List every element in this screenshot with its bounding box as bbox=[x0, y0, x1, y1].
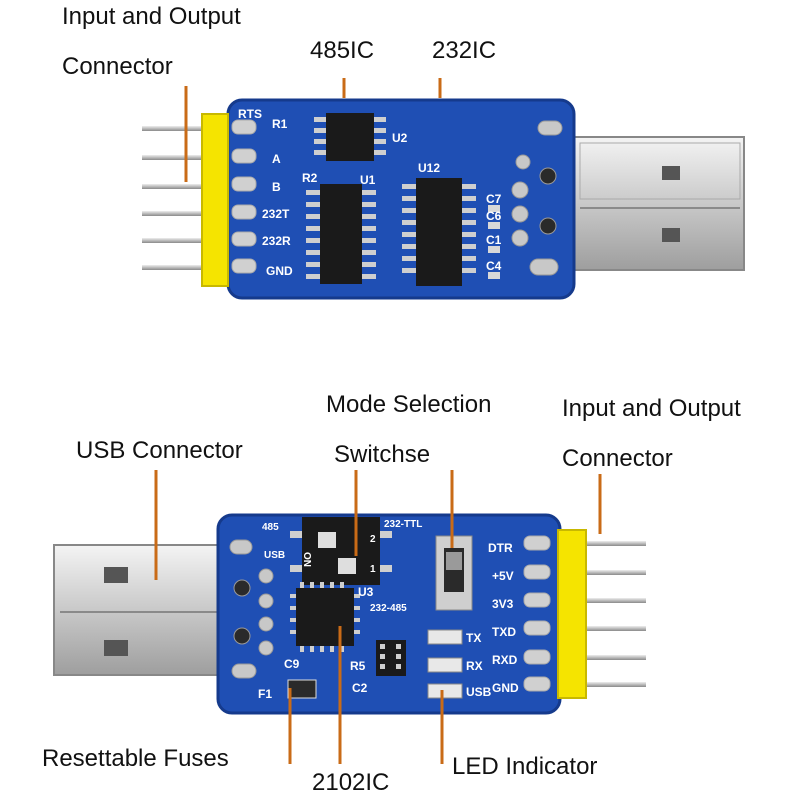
led-indicators bbox=[427, 629, 463, 699]
bottom-board: DTR +5V 3V3 TXD RXD GND ON 2 1 485 USB 2… bbox=[53, 513, 646, 715]
top-designator-c6: C6 bbox=[486, 209, 502, 223]
bottom-yellow-header bbox=[557, 529, 587, 699]
callout-top-io-line2: Connector bbox=[62, 53, 173, 80]
designator-u3: U3 bbox=[358, 585, 374, 599]
top-u1-ic bbox=[306, 184, 376, 284]
bottom-plug-holes bbox=[229, 539, 274, 679]
top-usb-plug bbox=[571, 136, 745, 271]
mode-dip-switch bbox=[290, 517, 392, 585]
resistor-array bbox=[376, 640, 406, 676]
top-485-ic bbox=[314, 113, 386, 161]
dip-label-2: 2 bbox=[370, 534, 376, 545]
callout-usb-connector: USB Connector bbox=[76, 437, 243, 464]
top-designator-u1: U1 bbox=[360, 173, 376, 187]
top-pin-label: RTS bbox=[238, 107, 262, 121]
bottom-pin-label: +5V bbox=[492, 569, 514, 583]
callout-top-io-line1: Input and Output bbox=[62, 3, 241, 30]
bottom-header-pins bbox=[584, 541, 646, 687]
top-pin-label: GND bbox=[266, 264, 293, 278]
bottom-pin-label: TXD bbox=[492, 625, 516, 639]
callout-485ic: 485IC bbox=[310, 37, 375, 64]
bottom-usb-plug bbox=[53, 544, 239, 676]
top-u12-ic bbox=[402, 178, 476, 286]
switch-label-usb: USB bbox=[264, 550, 285, 561]
top-header-pins bbox=[142, 126, 206, 270]
bottom-pin-label: 3V3 bbox=[492, 597, 514, 611]
callout-led-indicator: LED Indicator bbox=[452, 753, 598, 780]
top-designator-c7: C7 bbox=[486, 192, 502, 206]
bottom-pin-label: DTR bbox=[488, 541, 513, 555]
callout-232ic: 232IC bbox=[432, 37, 497, 64]
top-solder-pads bbox=[231, 119, 257, 274]
designator-c9: C9 bbox=[284, 657, 300, 671]
callout-bottom-io-line2: Connector bbox=[562, 445, 673, 472]
callout-resettable-fuses: Resettable Fuses bbox=[42, 745, 229, 772]
led-label: RX bbox=[466, 659, 483, 673]
top-mounting-holes bbox=[511, 120, 563, 276]
led-label: USB bbox=[466, 685, 492, 699]
top-pin-label: B bbox=[272, 180, 281, 194]
top-pin-label: 232R bbox=[262, 234, 291, 248]
top-designator-u2: U2 bbox=[392, 131, 408, 145]
top-designator-r2: R2 bbox=[302, 171, 318, 185]
led-label: TX bbox=[466, 631, 481, 645]
callout-leader-lines bbox=[154, 78, 602, 764]
top-pin-label: 232T bbox=[262, 207, 290, 221]
callout-bottom-io-line1: Input and Output bbox=[562, 395, 741, 422]
top-designator-u12: U12 bbox=[418, 161, 440, 175]
bottom-pin-label: GND bbox=[492, 681, 519, 695]
top-designator-r1: R1 bbox=[272, 117, 288, 131]
top-capacitors bbox=[488, 205, 500, 279]
top-pin-label: A bbox=[272, 152, 281, 166]
callout-mode-line1: Mode Selection bbox=[326, 391, 492, 418]
bottom-pin-label: RXD bbox=[492, 653, 518, 667]
top-board: RTS A B 232T 232R GND U2 R1 R2 bbox=[142, 98, 745, 300]
ic-2102-chip bbox=[290, 582, 360, 652]
designator-c2: C2 bbox=[352, 681, 368, 695]
mode-slide-switch bbox=[435, 535, 473, 611]
designator-f1: F1 bbox=[258, 687, 272, 701]
switch-label-485: 485 bbox=[262, 522, 279, 533]
switch-label-ttl: 232-TTL bbox=[384, 519, 422, 530]
switch-label-232-485: 232-485 bbox=[370, 603, 407, 614]
top-designator-c1: C1 bbox=[486, 233, 502, 247]
bottom-solder-pads bbox=[523, 535, 551, 692]
dip-label-1: 1 bbox=[370, 564, 376, 575]
top-designator-c4: C4 bbox=[486, 259, 502, 273]
dip-label-on: ON bbox=[301, 552, 312, 567]
top-yellow-header bbox=[201, 113, 229, 287]
callout-mode-line2: Switchse bbox=[334, 441, 431, 468]
resettable-fuse bbox=[287, 679, 317, 699]
callout-2102ic: 2102IC bbox=[312, 769, 390, 796]
designator-r5: R5 bbox=[350, 659, 366, 673]
